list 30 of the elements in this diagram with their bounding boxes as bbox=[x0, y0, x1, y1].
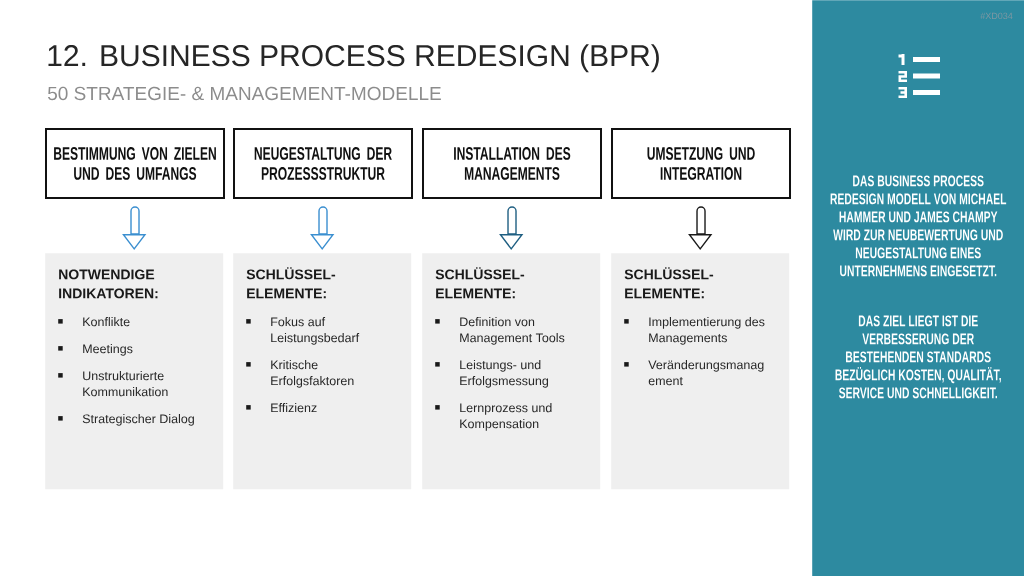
info-panel bbox=[45, 253, 224, 490]
sidebar-text: DAS BUSINESS PROCESS REDESIGN MODELL VON MICHAEL HAMMER UND JAMES CHAMPY WIRD ZUR NEUBEWERTUNG UND NEUGESTALTUNG EINES UNTERNEHMENS EINGESETZT. bbox=[830, 175, 1007, 277]
list-item: Effizienz bbox=[271, 403, 317, 413]
step-box: NEUGESTALTUNG DER PROZESSSTRUKTUR bbox=[233, 128, 413, 199]
subtitle: 50 STRATEGIE- & MANAGEMENT-MODELLE bbox=[47, 86, 441, 101]
list-item: Lernprozess und Kompensation bbox=[460, 403, 552, 431]
panel-heading: SCHLÜSSEL- ELEMENTE: bbox=[246, 267, 336, 299]
slide-code: #XD034 bbox=[980, 12, 1013, 20]
info-panel bbox=[233, 253, 412, 490]
list-item: Strategischer Dialog bbox=[82, 414, 194, 426]
panel-heading: SCHLÜSSEL- ELEMENTE: bbox=[435, 267, 525, 299]
list-item: Kritische Erfolgsfaktoren bbox=[271, 360, 354, 388]
sidebar-panel bbox=[812, 0, 1024, 576]
info-panel bbox=[422, 253, 601, 490]
step-box: INSTALLATION DES MANAGEMENTS bbox=[422, 128, 602, 199]
list-item: Meetings bbox=[83, 344, 133, 356]
info-panel bbox=[611, 253, 790, 490]
list-item: Konflikte bbox=[83, 317, 130, 327]
sidebar-text: DAS ZIEL LIEGT IST DIE VERBESSERUNG DER BESTEHENDEN STANDARDS BEZÜGLICH KOSTEN, QUALITÄT, SERVICE UND SCHNELLIGKEIT. bbox=[835, 315, 1001, 399]
title: 12. BUSINESS PROCESS REDESIGN (BPR) bbox=[48, 44, 659, 73]
list-item: Implementierung des Managements bbox=[649, 317, 765, 345]
step-box: UMSETZUNG UND INTEGRATION bbox=[611, 128, 791, 199]
list-item: Definition von Management Tools bbox=[460, 317, 565, 345]
list-item: Unstrukturierte Kommunikation bbox=[83, 371, 168, 397]
step-box: BESTIMMUNG VON ZIELEN UND DES UMFANGS bbox=[45, 128, 225, 199]
panel-heading: NOTWENDIGE INDIKATOREN: bbox=[59, 269, 158, 299]
list-item: Leistungs- und Erfolgsmessung bbox=[460, 360, 548, 388]
list-item: Fokus auf Leistungsbedarf bbox=[271, 317, 360, 345]
panel-heading: SCHLÜSSEL- ELEMENTE: bbox=[624, 267, 714, 299]
list-item: Veränderungsmanag ement bbox=[648, 360, 764, 386]
